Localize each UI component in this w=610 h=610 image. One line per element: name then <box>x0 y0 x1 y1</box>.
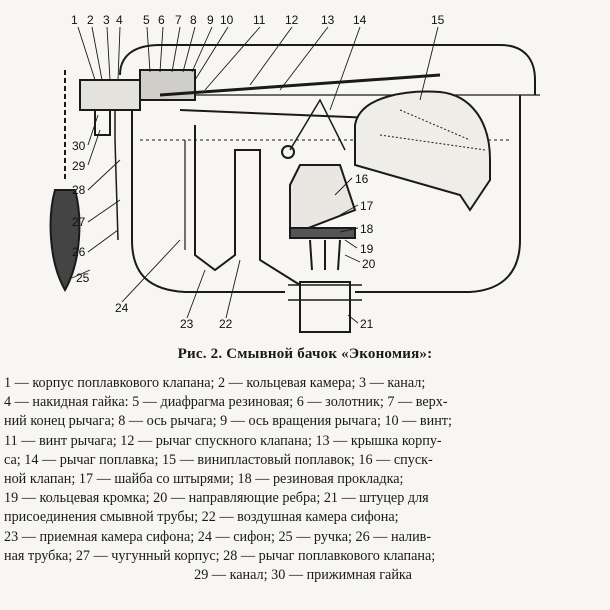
float <box>354 90 491 212</box>
callout-7: 7 <box>175 13 182 27</box>
tank-body <box>131 95 521 293</box>
callout-30: 30 <box>72 139 86 153</box>
callout-13: 13 <box>321 13 335 27</box>
callout-29: 29 <box>72 159 86 173</box>
drain-valve <box>289 164 357 237</box>
callout-10: 10 <box>220 13 234 27</box>
callout-4: 4 <box>116 13 123 27</box>
outlet-pipe <box>299 281 351 333</box>
fill-tube <box>114 95 119 241</box>
figure-caption: Рис. 2. Смывной бачок «Экономия»: <box>177 346 433 362</box>
callout-19: 19 <box>360 242 374 256</box>
legend-line: 19 — кольцевая кромка; 20 — направляющие… <box>4 490 429 507</box>
callout-8: 8 <box>190 13 197 27</box>
callout-20: 20 <box>362 257 376 271</box>
callout-12: 12 <box>285 13 299 27</box>
legend-line: 1 — корпус поплавкового клапана; 2 — кол… <box>4 375 426 391</box>
callout-18: 18 <box>360 222 374 236</box>
callout-9: 9 <box>207 13 214 27</box>
legend-line: ний конец рычага; 8 — ось рычага; 9 — ос… <box>4 413 452 430</box>
callout-17: 17 <box>360 199 374 213</box>
callout-3: 3 <box>103 13 110 27</box>
callout-21: 21 <box>360 317 374 331</box>
callout-22: 22 <box>219 317 233 331</box>
handle <box>49 189 81 293</box>
callout-2: 2 <box>87 13 94 27</box>
callout-27: 27 <box>72 215 86 229</box>
callout-6: 6 <box>158 13 165 27</box>
legend-line: 4 — накидная гайка: 5 — диафрагма резино… <box>4 394 448 411</box>
float-valve-body <box>79 79 141 111</box>
callout-15: 15 <box>431 13 445 27</box>
callout-23: 23 <box>180 317 194 331</box>
legend-line: ная трубка; 27 — чугунный корпус; 28 — р… <box>4 547 436 564</box>
callout-28: 28 <box>72 183 86 197</box>
cistern-diagram: 1 2 3 4 5 6 7 8 9 10 11 12 13 14 15 16 1… <box>49 13 540 333</box>
legend-line: 11 — винт рычага; 12 — рычаг спускного к… <box>4 432 442 449</box>
callout-25: 25 <box>76 271 90 285</box>
callout-14: 14 <box>353 13 367 27</box>
legend-line: 23 — приемная камера сифона; 24 — сифон;… <box>4 528 432 545</box>
callout-1: 1 <box>71 13 78 27</box>
siphon <box>194 125 301 286</box>
callout-11: 11 <box>253 13 266 27</box>
callout-24: 24 <box>115 301 129 315</box>
tank-lid <box>119 44 536 95</box>
drain-lever <box>159 73 441 97</box>
legend-line: са; 14 — рычаг поплавка; 15 — винипласто… <box>4 451 433 468</box>
legend-line: присоединения смывной трубы; 22 — воздуш… <box>4 509 399 526</box>
callout-5: 5 <box>143 13 150 27</box>
figure-legend: 1 — корпус поплавкового клапана; 2 — кол… <box>4 374 602 585</box>
legend-line: 29 — канал; 30 — прижимная гайка <box>194 567 412 584</box>
callout-16: 16 <box>355 172 369 186</box>
callout-26: 26 <box>72 245 86 259</box>
legend-line: ной клапан; 17 — шайба со штырями; 18 — … <box>4 471 404 488</box>
